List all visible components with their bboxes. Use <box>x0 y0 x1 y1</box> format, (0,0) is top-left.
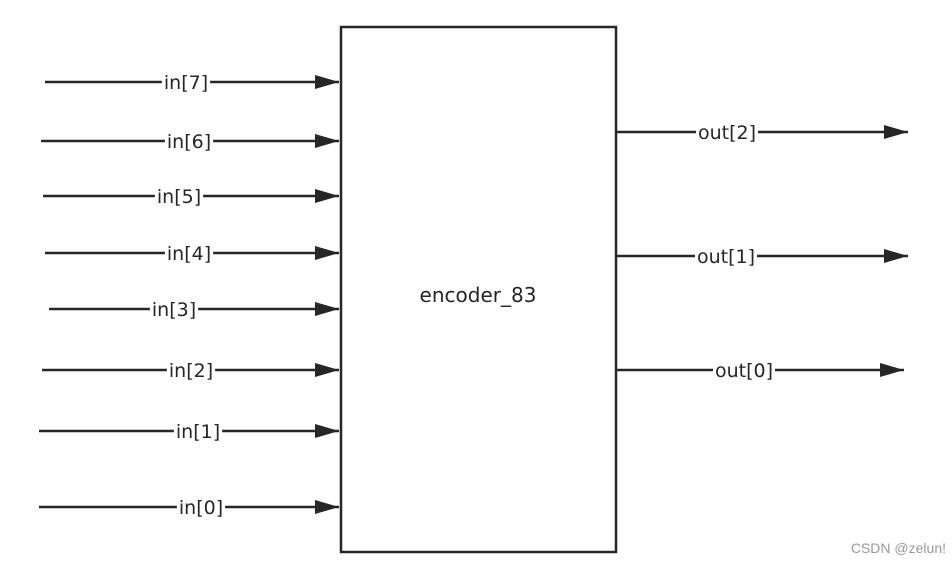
output-signal: out[1] <box>616 246 908 268</box>
arrow-right-icon <box>315 134 339 148</box>
input-signal: in[7] <box>45 72 339 94</box>
input-label-bg <box>154 186 204 208</box>
output-label-bg <box>712 360 776 382</box>
input-signal: in[0] <box>39 497 339 519</box>
arrow-right-icon <box>884 125 908 139</box>
arrow-right-icon <box>315 500 339 514</box>
output-signal: out[0] <box>616 360 904 382</box>
input-label-bg <box>161 72 211 94</box>
input-signal: in[5] <box>43 186 339 208</box>
output-label: out[2] <box>698 122 756 144</box>
input-signal: in[4] <box>45 243 339 265</box>
input-signal: in[2] <box>42 360 339 382</box>
output-signal: out[2] <box>616 122 908 144</box>
input-label: in[6] <box>167 131 211 153</box>
arrow-right-icon <box>315 302 339 316</box>
output-signals: out[2] out[1] out[0] <box>616 122 908 382</box>
arrow-right-icon <box>315 75 339 89</box>
watermark: CSDN @zelun! <box>850 540 946 556</box>
input-signals: in[7] in[6] in[5] in[4] in[3] in[2] in[1] in[0] <box>39 72 339 519</box>
output-label-bg <box>695 122 759 144</box>
input-label-bg <box>173 421 223 443</box>
input-signal: in[6] <box>41 131 339 153</box>
input-label: in[5] <box>157 186 201 208</box>
input-label: in[1] <box>176 421 220 443</box>
arrow-right-icon <box>315 424 339 438</box>
output-label: out[0] <box>715 360 773 382</box>
input-label-bg <box>166 360 216 382</box>
arrow-right-icon <box>315 246 339 260</box>
arrow-right-icon <box>884 249 908 263</box>
input-label-bg <box>149 299 199 321</box>
input-label: in[0] <box>179 497 223 519</box>
arrow-right-icon <box>880 363 904 377</box>
input-label-bg <box>164 243 214 265</box>
input-label-bg <box>176 497 226 519</box>
output-label: out[1] <box>697 246 755 268</box>
input-signal: in[1] <box>39 421 339 443</box>
output-label-bg <box>694 246 758 268</box>
input-label: in[2] <box>169 360 213 382</box>
arrow-right-icon <box>315 189 339 203</box>
input-label-bg <box>164 131 214 153</box>
encoder-block <box>339 25 618 554</box>
input-label: in[3] <box>152 299 196 321</box>
input-label: in[4] <box>167 243 211 265</box>
arrow-right-icon <box>315 363 339 377</box>
input-label: in[7] <box>164 72 208 94</box>
input-signal: in[3] <box>49 299 339 321</box>
block-title: encoder_83 <box>420 283 537 307</box>
